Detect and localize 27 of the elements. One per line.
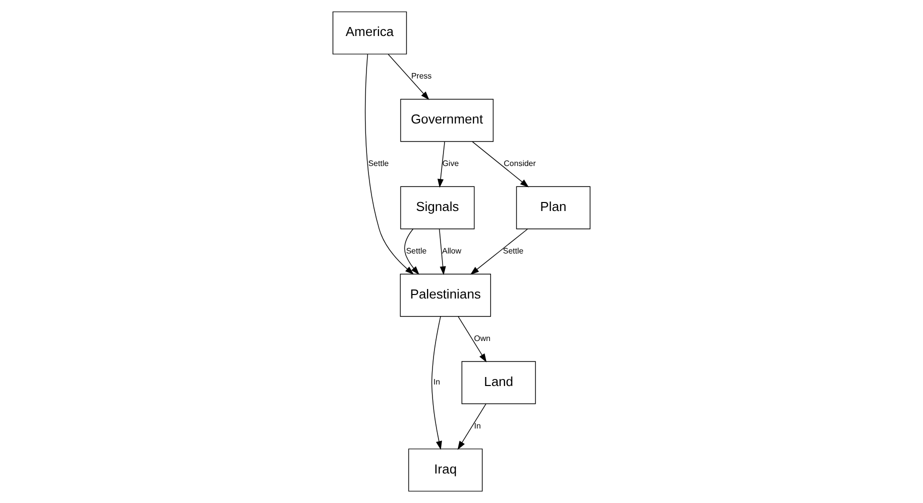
- arrow: [364, 54, 414, 275]
- arrow: [431, 316, 442, 450]
- node-box: Land: [462, 361, 536, 404]
- arrow: [458, 404, 486, 450]
- arrow: [388, 54, 430, 100]
- node-box: Iraq: [408, 448, 483, 492]
- node-box: America: [332, 11, 407, 54]
- edge-label: Settle: [502, 246, 524, 256]
- arrow: [472, 141, 529, 188]
- arrow: [470, 228, 528, 275]
- edge-label: Give: [442, 159, 459, 168]
- node-box: Government: [400, 98, 494, 142]
- arrow: [458, 316, 487, 362]
- edge-label: Settle: [406, 246, 427, 256]
- edge-label: In: [474, 421, 481, 430]
- edge-label: Own: [474, 334, 490, 343]
- edge-label: Allow: [442, 246, 462, 256]
- edge-label: In: [433, 378, 440, 387]
- node-box: Plan: [516, 186, 590, 230]
- node-box: Signals: [400, 186, 475, 230]
- arrow: [439, 228, 446, 276]
- arrow: [438, 141, 446, 188]
- edge-label: Settle: [368, 159, 389, 168]
- arrow: [404, 228, 420, 275]
- node-box: Palestinians: [400, 274, 491, 317]
- edge-label: Consider: [504, 159, 536, 168]
- edge-label: Press: [411, 72, 432, 81]
